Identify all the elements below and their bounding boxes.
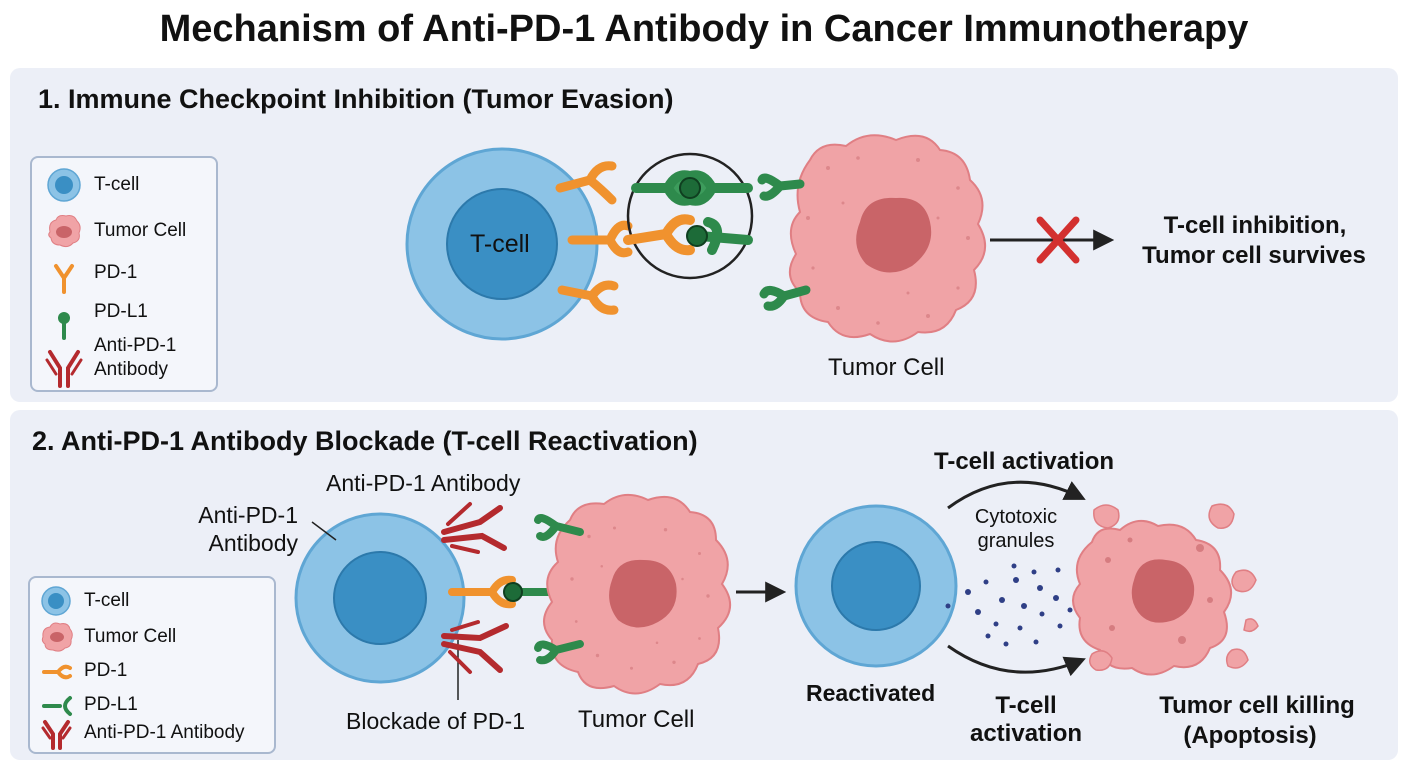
panel2-tcell <box>294 512 466 684</box>
panel2-tumor-label: Tumor Cell <box>578 706 695 733</box>
panel1-legend-icons <box>45 168 83 388</box>
legend-label-pd1: PD-1 <box>84 660 128 681</box>
killing-label-line2: (Apoptosis) <box>1183 722 1317 749</box>
pdl1-icon <box>58 312 70 340</box>
tcell-icon <box>47 168 81 202</box>
antibody-icon <box>41 720 72 750</box>
legend-label-pdl1: PD-L1 <box>84 694 138 715</box>
pd1-icon <box>42 664 72 680</box>
panel2-pdl1-ligands <box>534 514 584 665</box>
panel1-tcell-label: T-cell <box>470 230 530 258</box>
panel1-tumor-label: Tumor Cell <box>828 354 945 381</box>
pd1-icon <box>54 264 74 294</box>
activation-arrow-top <box>947 480 1086 510</box>
panel1-pd1-receptors <box>555 161 633 315</box>
blockade-label: Blockade of PD-1 <box>346 708 525 734</box>
panel1-outcome-line2: Tumor cell survives <box>1142 242 1366 269</box>
reactivated-tcell <box>794 504 958 668</box>
panel1-tcell <box>405 147 599 341</box>
legend-label-tcell: T-cell <box>84 590 130 611</box>
panel1-pdl1-ligands <box>757 173 811 311</box>
cytotoxic-granules <box>945 563 1073 647</box>
panel1-tumor-cell <box>789 134 986 343</box>
panel1-legend: T-cell Tumor Cell PD-1 PD-L1 Anti-PD-1 A… <box>30 156 218 392</box>
granules-label-line1: Cytotoxic <box>974 506 1058 528</box>
antibody-side-pointer <box>311 521 337 541</box>
panel2-legend-icons <box>41 586 73 750</box>
granules-label-line2: granules <box>977 530 1055 552</box>
panel2-antibodies <box>441 502 509 674</box>
activation-label-bottom-line2: activation <box>969 720 1083 747</box>
page-title: Mechanism of Anti-PD-1 Antibody in Cance… <box>159 8 1249 50</box>
panel1-binding-zoom <box>623 152 754 280</box>
panel2-heading: 2. Anti-PD-1 Antibody Blockade (T-cell R… <box>32 426 698 456</box>
legend-label-tumor-cell: Tumor Cell <box>84 626 177 647</box>
binding-site-icon <box>503 582 523 602</box>
pdl1-icon <box>42 696 72 716</box>
legend-label-antibody: Anti-PD-1 Antibody <box>94 335 177 380</box>
tcell-icon <box>41 586 71 616</box>
reactivated-label: Reactivated <box>806 680 936 706</box>
killing-label-line1: Tumor cell killing <box>1159 692 1355 719</box>
tumor-cell-icon <box>41 622 73 652</box>
panel2-tumor-cell <box>543 493 731 695</box>
inhibition-x-icon <box>1036 216 1080 264</box>
legend-label-pdl1: PD-L1 <box>94 301 148 322</box>
antibody-label-side-line2: Antibody <box>208 530 298 556</box>
tumor-cell-icon <box>48 215 81 248</box>
panel2-legend: T-cell Tumor Cell PD-1 PD-L1 Anti-PD-1 A… <box>28 576 276 754</box>
legend-label-antibody: Anti-PD-1 Antibody <box>84 722 245 743</box>
panel1-outcome-line1: T-cell inhibition, <box>1163 212 1347 239</box>
legend-label-tcell: T-cell <box>94 174 140 195</box>
antibody-icon <box>45 350 83 388</box>
activation-label-top: T-cell activation <box>934 448 1115 475</box>
apoptotic-tumor-cell <box>1072 503 1259 676</box>
legend-label-tumor-cell: Tumor Cell <box>94 220 187 241</box>
legend-label-pd1: PD-1 <box>94 262 138 283</box>
antibody-label-side-line1: Anti-PD-1 <box>198 502 298 528</box>
panel1-heading: 1. Immune Checkpoint Inhibition (Tumor E… <box>38 84 674 114</box>
activation-arrow-bottom <box>947 644 1086 677</box>
antibody-label-top: Anti-PD-1 Antibody <box>326 470 521 496</box>
activation-label-bottom-line1: T-cell <box>995 692 1057 719</box>
